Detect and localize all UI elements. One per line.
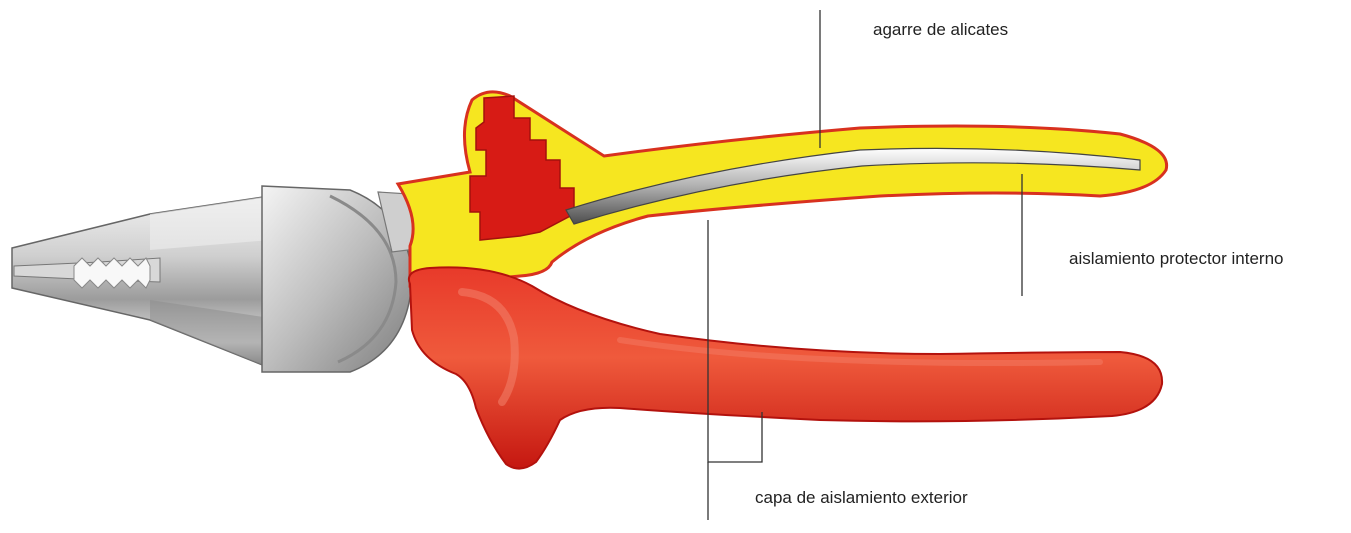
leader-lines xyxy=(708,10,1022,520)
pliers-jaws xyxy=(12,196,270,368)
label-outer-insulation: capa de aislamiento exterior xyxy=(755,488,968,508)
upper-handle-red-core xyxy=(470,96,574,240)
label-pliers-grip: agarre de alicates xyxy=(873,20,1008,40)
label-inner-insulation: aislamiento protector interno xyxy=(1069,249,1284,269)
lower-handle-outer-insulation xyxy=(409,267,1162,468)
